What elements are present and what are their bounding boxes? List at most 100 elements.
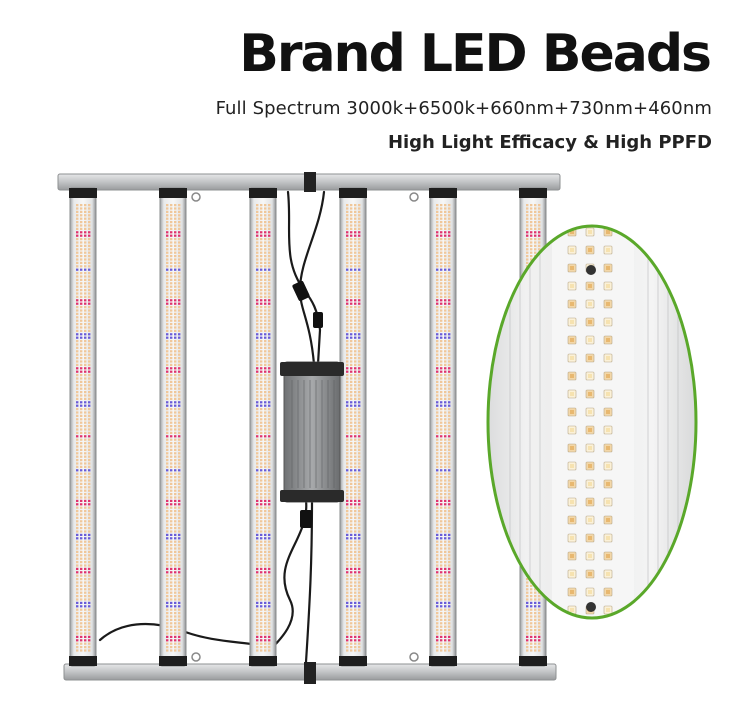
led-row [166,510,181,513]
led-row [166,370,181,373]
led-row [76,353,91,356]
led-row [166,435,181,438]
led-row [436,278,451,281]
led-row [346,244,361,247]
led-row [166,241,181,244]
led-row [346,612,361,615]
led-row [166,567,181,570]
led-driver [280,361,344,503]
led-row [436,224,451,227]
led-row [346,207,361,210]
led-row [256,482,271,485]
led-row [256,265,271,268]
led-row [436,598,451,601]
led-row [346,295,361,298]
led-row [346,513,361,516]
led-row [256,401,271,404]
led-row [166,618,181,621]
led-row [256,567,271,570]
led-row [166,503,181,506]
led-row [166,486,181,489]
led-row [256,523,271,526]
led-row [346,408,361,411]
led-row [526,601,541,604]
led-row [346,418,361,421]
led-row [346,292,361,295]
led-row [346,622,361,625]
led-row [346,370,361,373]
zoom-led-row [567,479,613,489]
led-row [166,615,181,618]
led-row [166,272,181,275]
led-row [76,442,91,445]
led-row [256,275,271,278]
led-row [346,316,361,319]
led-row [256,329,271,332]
led-row [436,595,451,598]
led-row [346,238,361,241]
led-row [346,425,361,428]
led-row [346,615,361,618]
led-row [76,598,91,601]
cable-connector [300,510,312,528]
led-row [166,550,181,553]
led-row [76,377,91,380]
led-row [166,455,181,458]
led-row [436,404,451,407]
led-row [436,394,451,397]
led-row [256,380,271,383]
led-row [76,340,91,343]
led-row [346,268,361,271]
led-row [436,533,451,536]
led-row [76,608,91,611]
led-row [256,615,271,618]
led-row [256,540,271,543]
led-row [346,527,361,530]
led-row [76,574,91,577]
led-row [256,533,271,536]
led-row [76,323,91,326]
led-row [166,578,181,581]
led-row [346,629,361,632]
led-row [166,418,181,421]
led-row [256,244,271,247]
led-row [166,367,181,370]
led-row [346,469,361,472]
led-row [166,649,181,652]
led-row [76,367,91,370]
led-row [436,285,451,288]
cable-connector [313,312,323,328]
led-row [436,295,451,298]
led-row [256,649,271,652]
led-row [346,537,361,540]
led-row [256,503,271,506]
led-row [346,275,361,278]
led-row [346,248,361,251]
led-row [346,605,361,608]
led-row [76,646,91,649]
led-row [256,622,271,625]
led-row [76,588,91,591]
led-row [166,248,181,251]
component-dot [586,602,596,612]
led-row [346,533,361,536]
led-row [256,360,271,363]
zoom-led-row [567,551,613,561]
led-row [256,302,271,305]
led-row [256,343,271,346]
zoom-outline [486,224,698,620]
led-row [166,476,181,479]
led-row [76,537,91,540]
led-row [76,302,91,305]
led-row [256,574,271,577]
led-row [346,496,361,499]
led-row [256,258,271,261]
led-row [166,465,181,468]
led-row [166,414,181,417]
led-row [76,612,91,615]
led-row [166,605,181,608]
led-row [436,329,451,332]
led-row [76,462,91,465]
led-row [346,312,361,315]
led-row [436,523,451,526]
